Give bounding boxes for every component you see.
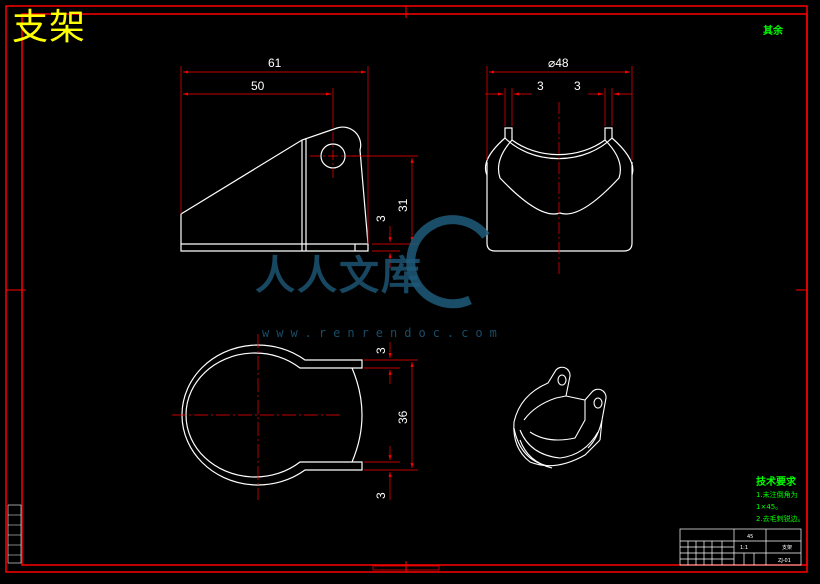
title-block-drawing-no: ZJ-01	[778, 558, 791, 564]
top-view-dimensions	[364, 342, 418, 500]
front-view-dimensions	[180, 66, 418, 268]
title-block	[679, 528, 802, 566]
dim-front-inner-width: 50	[251, 79, 265, 93]
dim-side-gap-left: 3	[537, 79, 544, 93]
dim-front-total-width: 61	[268, 56, 282, 70]
drawing-title: 支架	[12, 7, 87, 48]
bottom-mark-strip	[372, 565, 440, 571]
watermark-text: 人人文库	[255, 253, 423, 299]
isometric-view	[513, 366, 607, 469]
tech-requirements-heading: 技术要求	[756, 477, 796, 488]
title-block-material: 45	[747, 534, 753, 540]
title-block-scale: 1:1	[740, 545, 748, 551]
watermark-url: www.renrendoc.com	[262, 326, 504, 340]
title-block-part-name: 支架	[782, 544, 792, 551]
front-view-outline	[180, 126, 369, 245]
dim-front-thickness: 3	[374, 215, 388, 222]
binding-strip	[7, 504, 22, 564]
watermark-logo-icon	[406, 215, 490, 309]
side-view-dimensions	[485, 66, 633, 160]
top-view-centerlines	[172, 334, 340, 500]
tech-requirement-line-2: 2.去毛刺锐边。	[756, 515, 805, 523]
dim-top-height: 36	[396, 410, 410, 424]
side-view-body	[486, 162, 633, 252]
dim-side-diameter: ⌀48	[548, 56, 569, 70]
dim-top-thickness-upper: 3	[374, 347, 388, 354]
top-view-ear-upper	[318, 359, 363, 369]
technical-requirements: 技术要求 1.未注倒角为1×45。 2.去毛刺锐边。	[756, 477, 820, 525]
tech-requirement-line-1: 1.未注倒角为1×45。	[756, 491, 798, 511]
front-view-base	[180, 244, 369, 252]
top-view-ear-lower	[318, 461, 363, 471]
roughness-symbol: 其余	[763, 26, 783, 37]
dim-side-gap-right: 3	[574, 79, 581, 93]
dim-front-height: 31	[396, 198, 410, 212]
side-view	[484, 127, 634, 252]
front-view	[180, 126, 369, 252]
dim-top-thickness-lower: 3	[374, 492, 388, 499]
front-view-centerlines	[310, 132, 360, 178]
